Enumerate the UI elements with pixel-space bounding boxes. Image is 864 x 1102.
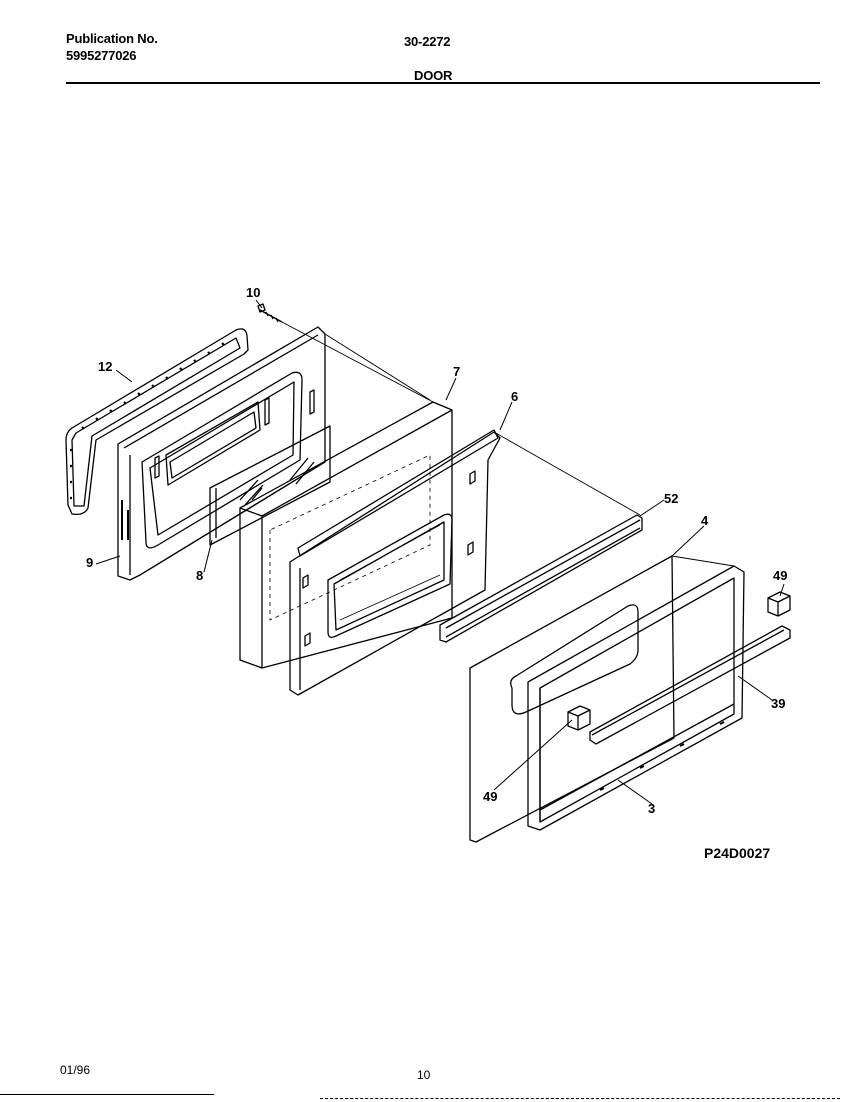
part-12-gasket xyxy=(65,328,249,516)
callout-39: 39 xyxy=(771,696,785,711)
figure-code: P24D0027 xyxy=(704,845,771,861)
callout-52: 52 xyxy=(664,491,678,506)
part-6-inner-panel xyxy=(289,429,501,696)
footer-date: 01/96 xyxy=(60,1063,91,1077)
part-49-end-cap-left xyxy=(567,705,591,731)
part-39-handle xyxy=(589,625,791,745)
part-3-door-frame xyxy=(527,565,745,831)
part-9-door-liner xyxy=(117,326,326,581)
callout-6: 6 xyxy=(511,389,518,404)
part-10-screw xyxy=(257,303,283,323)
section-title: DOOR xyxy=(414,68,453,83)
callout-49-left: 49 xyxy=(483,789,497,804)
callout-12: 12 xyxy=(98,359,112,374)
publication-number: 5995277026 xyxy=(66,48,137,63)
callout-8: 8 xyxy=(196,568,203,583)
footer-dashed-rule xyxy=(320,1098,840,1099)
callout-3: 3 xyxy=(648,801,655,816)
leader-lines xyxy=(95,299,785,805)
publication-label: Publication No. xyxy=(66,31,158,46)
footer-page-number: 10 xyxy=(417,1068,431,1082)
document-code: 30-2272 xyxy=(404,34,451,49)
callout-7: 7 xyxy=(453,364,460,379)
part-8-window-glass xyxy=(209,425,331,546)
header-rule xyxy=(66,82,820,84)
part-49-end-cap-right xyxy=(767,591,791,617)
footer-rule xyxy=(0,1094,214,1095)
callout-4: 4 xyxy=(701,513,709,528)
part-52-trim-strip xyxy=(439,514,643,643)
alignment-lines xyxy=(281,321,735,567)
callout-9: 9 xyxy=(86,555,93,570)
callout-10: 10 xyxy=(246,285,260,300)
callout-49-right: 49 xyxy=(773,568,787,583)
part-4-outer-glass xyxy=(469,555,675,843)
